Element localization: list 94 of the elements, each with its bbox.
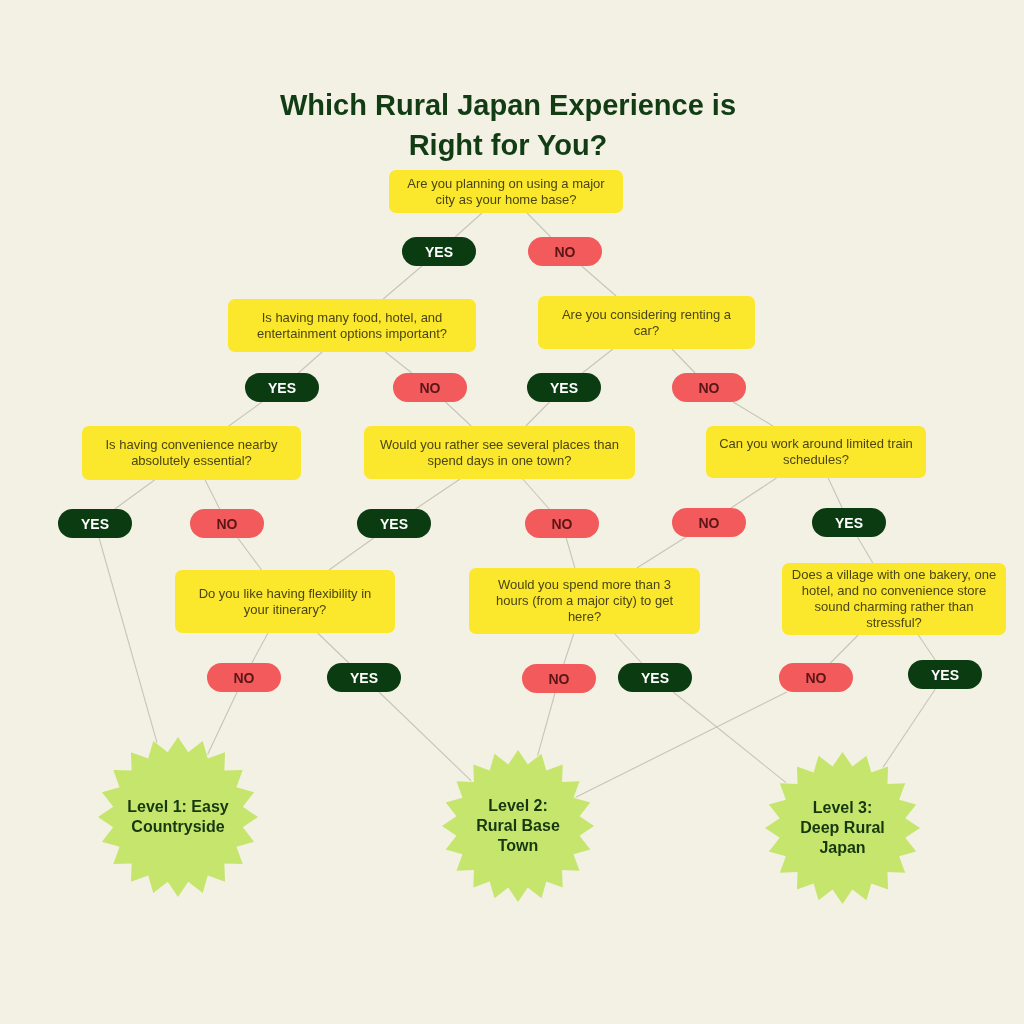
connector-line (575, 691, 788, 798)
answer-pill (522, 664, 596, 693)
answer-pill (779, 663, 853, 692)
answer-pill (402, 237, 476, 266)
question-text: Do you like having flexibility in your itinerary? (197, 585, 373, 618)
connector-line (114, 479, 156, 510)
question-text: Can you work around limited train schedules? (718, 436, 914, 468)
question-text: Would you rather see several places than spend days in one town? (379, 436, 620, 469)
result-text: Level 3: Deep Rural Japan (799, 798, 886, 858)
answer-pill (812, 508, 886, 537)
question-text: Does a village with one bakery, one hotel, and no convenience store sound charming rather than stressful? (790, 567, 998, 631)
question-box (538, 296, 755, 349)
answer-label: NO (805, 669, 827, 686)
connector-line (882, 688, 936, 768)
answer-pill (357, 509, 431, 538)
question-box (706, 426, 926, 478)
answer-label: YES (425, 243, 453, 260)
question-text: Is having many food, hotel, and entertainment options important? (255, 309, 449, 342)
answer-label: YES (641, 669, 669, 686)
answer-label: YES (931, 666, 959, 683)
connector-line (730, 477, 778, 509)
connector-line (522, 478, 550, 510)
connector-line (228, 401, 263, 427)
connector-line (671, 348, 696, 374)
answer-label: NO (548, 670, 570, 687)
question-text: Are you considering renting a car? (560, 306, 733, 339)
answer-label: YES (268, 379, 296, 396)
connector-line (382, 265, 423, 300)
connector-line (317, 632, 350, 664)
connector-line (856, 536, 874, 564)
answer-label: NO (698, 379, 720, 396)
connector-line (537, 692, 556, 757)
answer-label: NO (233, 669, 255, 686)
connector-line (917, 634, 936, 661)
connector-line (672, 691, 787, 784)
answer-label: YES (350, 669, 378, 686)
answer-pill (527, 373, 601, 402)
answer-pill (393, 373, 467, 402)
answer-label: NO (419, 379, 441, 396)
question-text: Is having convenience nearby absolutely essential? (104, 437, 279, 469)
connector-line (98, 537, 158, 744)
answer-pill (58, 509, 132, 538)
connector-line (297, 351, 323, 374)
answer-label: NO (216, 515, 238, 532)
question-box (364, 426, 635, 479)
question-box (82, 426, 301, 480)
answer-pill (327, 663, 401, 692)
answer-label: NO (698, 514, 720, 531)
question-box (782, 563, 1006, 635)
answer-pill (528, 237, 602, 266)
result-text: Level 1: Easy Countryside (126, 797, 230, 837)
connector-line (384, 351, 413, 374)
question-box (389, 170, 623, 213)
connector-line (526, 212, 552, 238)
connector-line (251, 632, 269, 664)
question-box (175, 570, 395, 633)
answer-pill (190, 509, 264, 538)
title: Which Rural Japan Experience is Right for You? (278, 88, 738, 163)
connector-line (565, 537, 576, 569)
connector-line (207, 691, 238, 755)
connector-line (563, 633, 575, 665)
connector-line (827, 477, 843, 509)
question-text: Would you spend more than 3 hours (from a major city) to get here? (495, 577, 674, 625)
answer-label: NO (551, 515, 573, 532)
answer-pill (618, 663, 692, 692)
connector-line (581, 348, 614, 374)
answer-label: YES (550, 379, 578, 396)
answer-pill (908, 660, 982, 689)
connector-line (614, 633, 643, 664)
connector-line (378, 691, 472, 782)
answer-pill (672, 373, 746, 402)
question-text: Are you planning on using a major city as your home base? (406, 175, 606, 208)
connector-line (444, 401, 472, 427)
connector-line (414, 478, 461, 510)
connector-line (237, 537, 263, 571)
connector-line (829, 634, 859, 664)
result-text: Level 2: Rural Base Town (475, 796, 561, 856)
question-box (228, 299, 476, 352)
connector-line (732, 401, 774, 427)
connector-line (525, 401, 551, 427)
connector-line (454, 212, 483, 238)
connector-line (636, 536, 687, 569)
answer-label: YES (380, 515, 408, 532)
answer-label: NO (554, 243, 576, 260)
question-box (469, 568, 700, 634)
answer-pill (525, 509, 599, 538)
answer-label: YES (835, 514, 863, 531)
answer-label: YES (81, 515, 109, 532)
answer-pill (207, 663, 281, 692)
connector-line (581, 265, 617, 297)
answer-pill (672, 508, 746, 537)
answer-pill (245, 373, 319, 402)
connector-line (328, 537, 375, 571)
connector-line (204, 479, 221, 510)
